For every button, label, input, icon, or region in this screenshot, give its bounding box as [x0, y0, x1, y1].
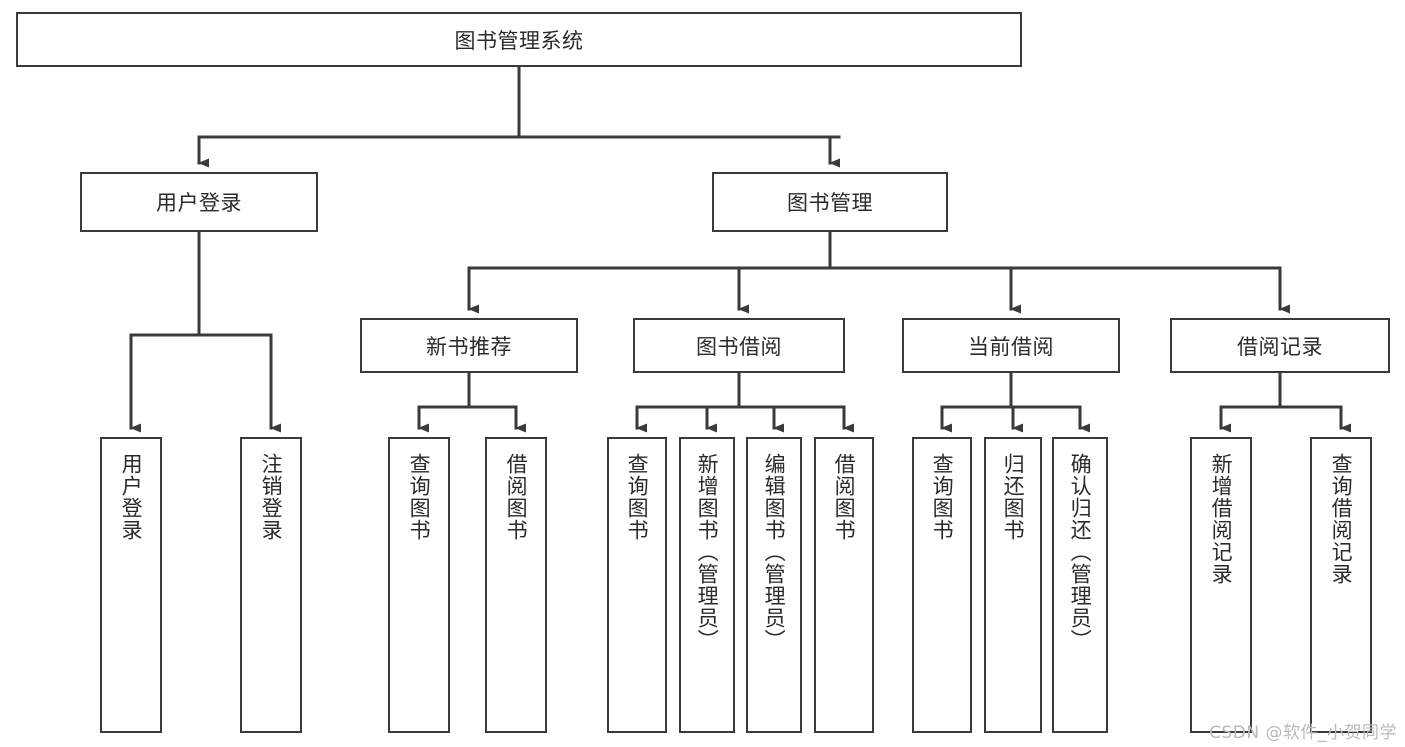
node-level3-1[interactable]: 图书借阅: [633, 318, 845, 373]
leaf-label: 查询图书: [625, 453, 650, 541]
node-leaf-6[interactable]: 编辑图书（管理员）: [746, 437, 802, 733]
leaf-label: 查询图书: [930, 453, 955, 541]
node-leaf-1[interactable]: 注销登录: [240, 437, 302, 733]
node-level2-1[interactable]: 图书管理: [712, 172, 948, 232]
leaf-label: 确认归还（管理员）: [1068, 453, 1093, 651]
leaf-label: 借阅图书: [504, 453, 529, 541]
leaf-label: 查询借阅记录: [1329, 453, 1354, 585]
node-leaf-2[interactable]: 查询图书: [388, 437, 450, 733]
leaf-label: 借阅图书: [832, 453, 857, 541]
leaf-label: 用户登录: [119, 453, 144, 541]
node-leaf-12[interactable]: 查询借阅记录: [1310, 437, 1372, 733]
node-level3-0[interactable]: 新书推荐: [360, 318, 578, 373]
leaf-label: 注销登录: [259, 453, 284, 541]
node-leaf-10[interactable]: 确认归还（管理员）: [1052, 437, 1108, 733]
node-root[interactable]: 图书管理系统: [16, 12, 1022, 67]
leaf-label: 编辑图书（管理员）: [762, 453, 787, 651]
node-leaf-3[interactable]: 借阅图书: [485, 437, 547, 733]
node-level3-3[interactable]: 借阅记录: [1170, 318, 1390, 373]
node-level3-2[interactable]: 当前借阅: [902, 318, 1120, 373]
node-leaf-5[interactable]: 新增图书（管理员）: [679, 437, 735, 733]
node-leaf-9[interactable]: 归还图书: [984, 437, 1042, 733]
leaf-label: 归还图书: [1001, 453, 1026, 541]
node-leaf-4[interactable]: 查询图书: [607, 437, 667, 733]
node-leaf-11[interactable]: 新增借阅记录: [1190, 437, 1252, 733]
csdn-watermark: CSDN @软件_小贺同学: [1209, 723, 1397, 743]
node-leaf-7[interactable]: 借阅图书: [814, 437, 874, 733]
node-leaf-8[interactable]: 查询图书: [912, 437, 972, 733]
leaf-label: 新增图书（管理员）: [695, 453, 720, 651]
node-leaf-0[interactable]: 用户登录: [100, 437, 162, 733]
leaf-label: 查询图书: [407, 453, 432, 541]
node-level2-0[interactable]: 用户登录: [80, 172, 318, 232]
leaf-label: 新增借阅记录: [1209, 453, 1234, 585]
